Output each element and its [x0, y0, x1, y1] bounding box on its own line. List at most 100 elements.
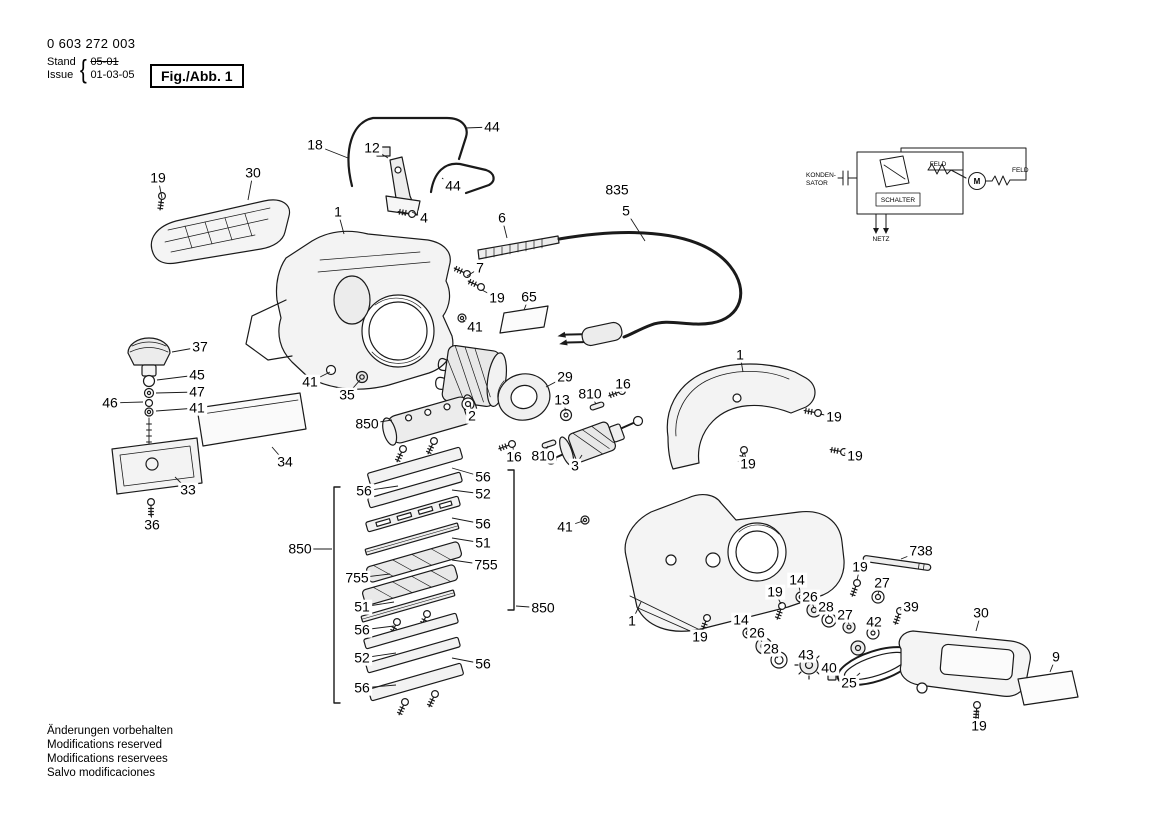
part-callout-34: 34 [275, 453, 295, 470]
part-callout-25: 25 [839, 674, 859, 691]
part-callout-7: 7 [474, 259, 486, 276]
part-callout-46: 46 [100, 394, 120, 411]
part-callout-19: 19 [738, 455, 758, 472]
notice-en: Modifications reserved [47, 739, 163, 751]
main-body-base [624, 493, 845, 639]
part-callout-19: 19 [487, 289, 507, 306]
part-callout-755: 755 [472, 556, 500, 573]
feld-left-label: FELD [930, 161, 947, 168]
depth-adjust-knob [127, 337, 171, 463]
part-number: 0 603 272 003 [47, 36, 136, 51]
part-callout-44: 44 [482, 118, 502, 135]
cutter-drum-exploded-stack [333, 435, 590, 717]
reservation-notice: Änderungen vorbehalten Modifications res… [47, 724, 173, 780]
front-handle-cover [150, 191, 291, 265]
part-callout-42: 42 [864, 613, 884, 630]
suppressor-board [499, 305, 549, 334]
drawing-header: 0 603 272 003 Stand Issue { 05-01 01-03-… [47, 36, 135, 82]
part-callout-4: 4 [418, 209, 430, 226]
part-callout-850: 850 [529, 599, 557, 616]
part-callout-5: 5 [620, 202, 632, 219]
part-callout-18: 18 [305, 136, 325, 153]
part-callout-52: 52 [352, 649, 372, 666]
part-callout-41: 41 [187, 399, 207, 416]
part-callout-41: 41 [465, 318, 485, 335]
part-callout-51: 51 [473, 534, 493, 551]
part-callout-56: 56 [352, 679, 372, 696]
issue-date: 01-03-05 [90, 69, 135, 81]
part-callout-52: 52 [473, 485, 493, 502]
kondensator-label: KONDEN- [806, 172, 836, 179]
part-callout-6: 6 [496, 209, 508, 226]
part-callout-3: 3 [569, 457, 581, 474]
part-callout-27: 27 [872, 574, 892, 591]
part-callout-19: 19 [845, 447, 865, 464]
part-callout-850: 850 [286, 540, 314, 557]
part-callout-56: 56 [473, 468, 493, 485]
part-callout-755: 755 [343, 569, 371, 586]
part-callout-28: 28 [761, 640, 781, 657]
power-cord-assembly [477, 231, 743, 347]
part-callout-56: 56 [352, 621, 372, 638]
old-date: 05-01 [90, 56, 119, 68]
part-callout-12: 12 [362, 139, 382, 156]
part-callout-19: 19 [969, 717, 989, 734]
part-callout-2: 2 [466, 407, 478, 424]
part-callout-850: 850 [353, 415, 381, 432]
netz-label: NETZ [873, 236, 890, 243]
part-callout-33: 33 [178, 481, 198, 498]
part-callout-835: 835 [603, 181, 631, 198]
main-housing [245, 230, 487, 390]
part-callout-16: 16 [504, 448, 524, 465]
part-callout-41: 41 [555, 518, 575, 535]
part-callout-19: 19 [148, 169, 168, 186]
part-callout-1: 1 [626, 612, 638, 629]
part-callout-40: 40 [819, 659, 839, 676]
bearing-flange [497, 373, 551, 421]
schalter-label: SCHALTER [881, 197, 915, 204]
part-callout-44: 44 [443, 177, 463, 194]
label-plate [1017, 670, 1079, 706]
part-callout-41: 41 [300, 373, 320, 390]
part-callout-65: 65 [519, 288, 539, 305]
part-callout-29: 29 [555, 368, 575, 385]
part-callout-14: 14 [787, 571, 807, 588]
kondensator-label-2: SATOR [806, 180, 828, 187]
issue-label: Issue [47, 69, 74, 81]
revision-block: Stand Issue { 05-01 01-03-05 [47, 56, 135, 82]
feld-right-label: FELD [1012, 167, 1029, 174]
tension-rod [862, 555, 932, 571]
brace-glyph: { [79, 53, 87, 84]
part-callout-30: 30 [243, 164, 263, 181]
part-callout-738: 738 [907, 542, 935, 559]
part-callout-39: 39 [901, 598, 921, 615]
part-callout-43: 43 [796, 646, 816, 663]
part-callout-26: 26 [747, 624, 767, 641]
part-callout-13: 13 [552, 391, 572, 408]
part-callout-47: 47 [187, 383, 207, 400]
wiring-diagram [837, 147, 1027, 234]
part-callout-45: 45 [187, 366, 207, 383]
part-callout-16: 16 [613, 375, 633, 392]
part-callout-19: 19 [824, 408, 844, 425]
small-fasteners [497, 386, 627, 453]
part-callout-27: 27 [835, 606, 855, 623]
side-cover [898, 630, 1031, 720]
wire-bails [347, 116, 495, 195]
part-callout-28: 28 [816, 598, 836, 615]
figure-label: Fig./Abb. 1 [150, 64, 244, 88]
front-shoe-plates [111, 392, 307, 517]
part-callout-19: 19 [765, 583, 785, 600]
rear-handle [666, 363, 849, 470]
part-callout-56: 56 [473, 655, 493, 672]
part-callout-26: 26 [800, 588, 820, 605]
part-callout-37: 37 [190, 338, 210, 355]
part-callout-9: 9 [1050, 648, 1062, 665]
cutter-drum-assembled [382, 394, 478, 446]
part-callout-35: 35 [337, 386, 357, 403]
motor-label: M [974, 177, 981, 186]
part-callout-14: 14 [731, 611, 751, 628]
